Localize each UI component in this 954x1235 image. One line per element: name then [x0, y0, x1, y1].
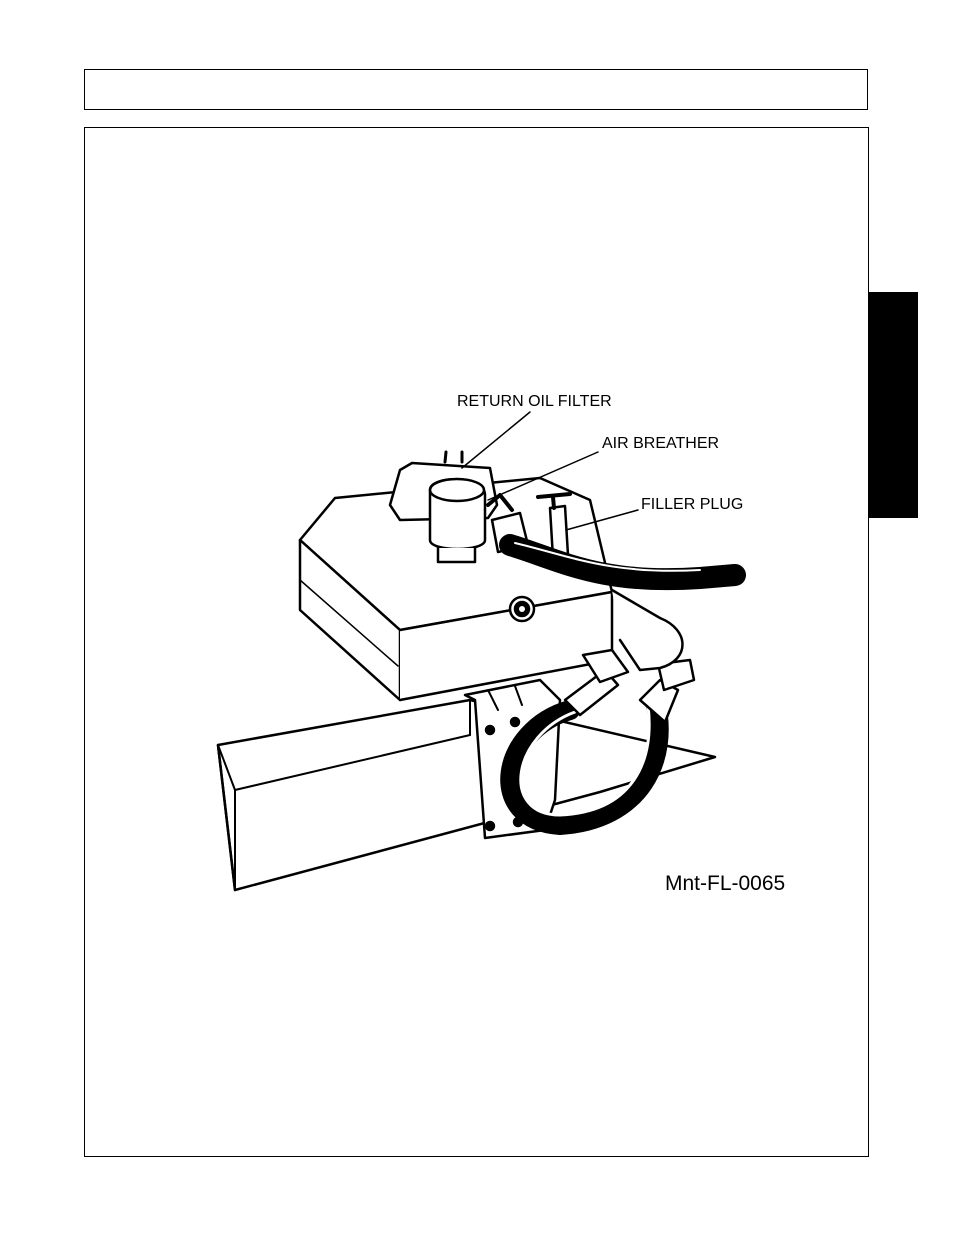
air-breather-label: AIR BREATHER: [602, 435, 719, 453]
figure-id-label: Mnt-FL-0065: [665, 872, 785, 896]
sight-gauge: [510, 597, 534, 621]
return-oil-filter-label: RETURN OIL FILTER: [457, 393, 612, 411]
filler-plug-label: FILLER PLUG: [641, 496, 743, 514]
